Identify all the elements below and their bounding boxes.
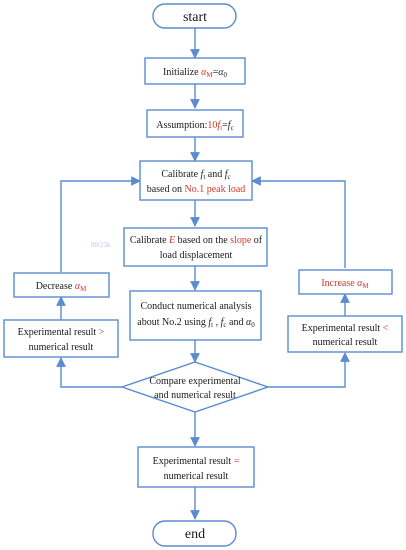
arrow-compare-to-greater — [56, 357, 122, 388]
exp-less-line2: numerical result — [313, 337, 378, 348]
exp-equal-line2: numerical result — [164, 471, 229, 482]
assumption-label: Assumption:10ft=fc — [156, 120, 233, 132]
decrease-node: Decrease αM — [13, 272, 110, 298]
init-node: Initialize αM=α0 — [144, 57, 246, 85]
assumption-node: Assumption:10ft=fc — [146, 109, 244, 138]
conduct-line1: Conduct numerical analysis — [140, 301, 251, 312]
start-node: start — [152, 3, 237, 29]
exp-greater-node: Experimental result > numerical result — [3, 319, 119, 358]
increase-node: Increase αM — [298, 269, 393, 295]
exp-less-line1: Experimental result < — [302, 323, 389, 334]
increase-label: Increase αM — [321, 278, 369, 290]
conduct-node: Conduct numerical analysis about No.2 us… — [129, 290, 262, 341]
calibrate-line1: Calibrate ft and fc — [161, 169, 230, 181]
compare-node: Compare experimental and numerical resul… — [119, 361, 271, 413]
end-node: end — [152, 520, 237, 547]
arrow-increase-to-calibrate — [251, 176, 346, 268]
init-label: Initialize αM=α0 — [163, 67, 227, 79]
arrow-decrease-to-calibrate — [60, 176, 141, 272]
calibrate-node: Calibrate ft and fc based on No.1 peak l… — [139, 160, 253, 201]
arrow-compare-to-less — [268, 352, 350, 388]
connectors — [56, 28, 350, 520]
exp-greater-line1: Experimental result > — [18, 327, 105, 338]
end-label: end — [185, 527, 205, 542]
exp-greater-line2: numerical result — [29, 342, 94, 353]
conduct-line2: about No.2 using ft , fc and α0 — [137, 317, 255, 329]
faint-label: 80/23k — [91, 241, 111, 249]
compare-line2: and numerical result — [154, 390, 236, 401]
compare-line1: Compare experimental — [149, 376, 241, 387]
exp-less-node: Experimental result < numerical result — [287, 315, 403, 353]
calibrate-e-line2: load displacement — [160, 250, 233, 261]
calibrate-line2: based on No.1 peak load — [147, 184, 246, 195]
decrease-label: Decrease αM — [36, 281, 87, 293]
calibrate-e-node: Calibrate E based on the slope of load d… — [123, 227, 268, 267]
exp-equal-line1: Experimental result = — [153, 456, 240, 467]
calibrate-e-line1: Calibrate E based on the slope of — [130, 235, 263, 246]
start-label: start — [183, 10, 207, 25]
exp-equal-node: Experimental result = numerical result — [137, 446, 255, 488]
